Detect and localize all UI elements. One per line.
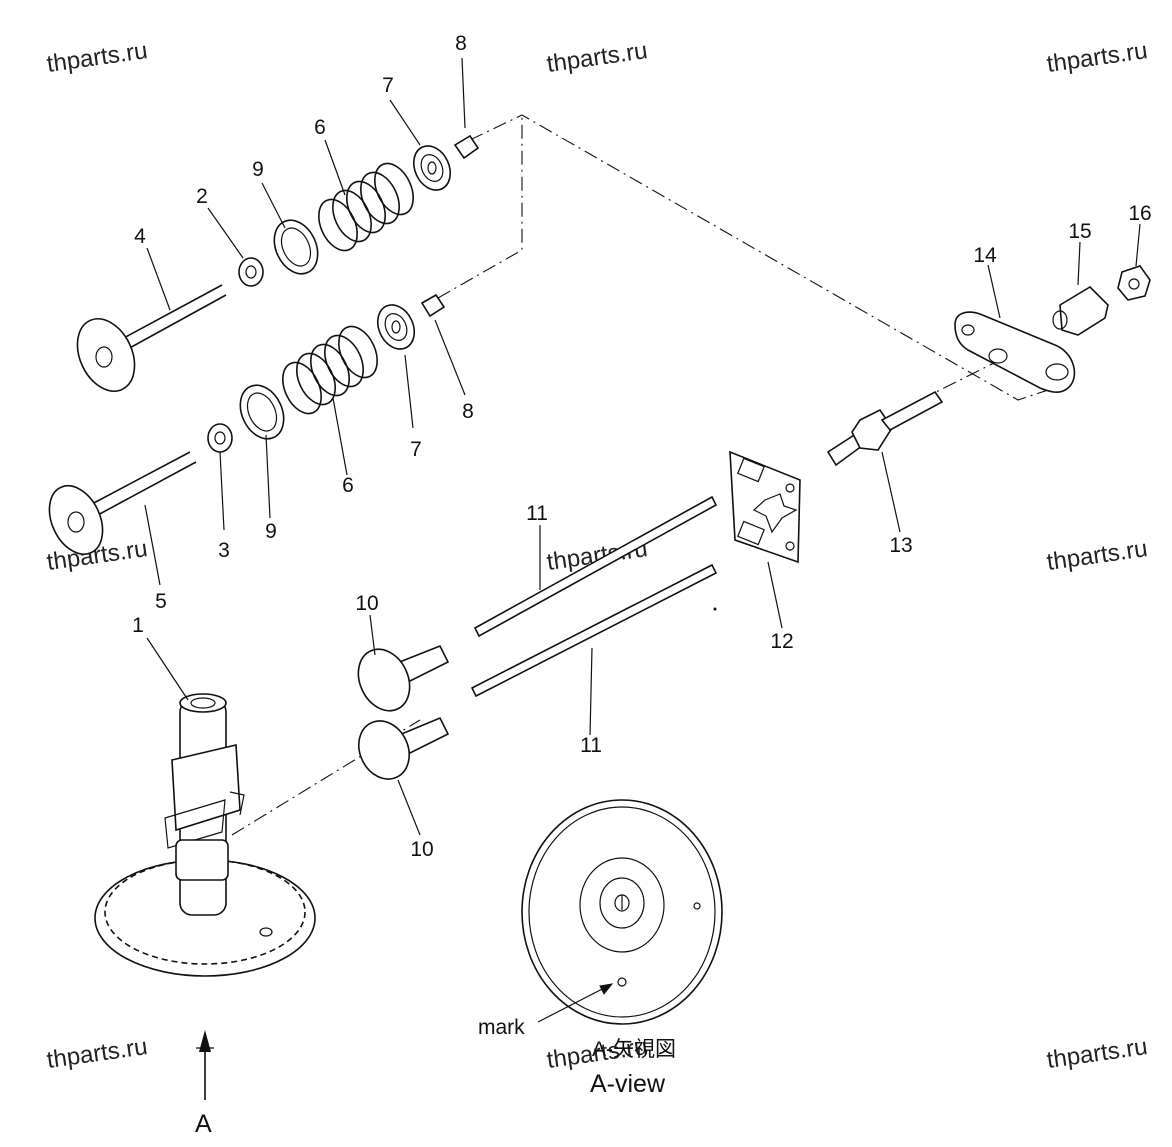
spring-part-6-upper: [318, 162, 414, 252]
valve-part-4: [76, 284, 227, 392]
label-part-13: 13: [889, 534, 912, 557]
watermark: thparts.ru: [545, 37, 649, 78]
label-part-1: 1: [132, 614, 144, 637]
label-part-16: 16: [1128, 202, 1151, 225]
center-line-upper: [469, 114, 1073, 401]
push-rod-part-11-lower: [470, 563, 718, 698]
a-view-gear-outer: [521, 799, 723, 1025]
valve-part-5: [48, 451, 197, 555]
view-arrow-a: A: [195, 1030, 214, 1138]
leader-lines: [144, 57, 1141, 836]
a-view-jp-label: A-矢視図: [592, 1038, 676, 1061]
label-part-8-lower: 8: [462, 400, 474, 423]
label-part-10-upper: 10: [355, 592, 378, 615]
watermark: thparts.ru: [45, 1033, 149, 1074]
label-part-3: 3: [218, 539, 230, 562]
label-part-6-upper: 6: [314, 116, 326, 139]
label-part-6-lower: 6: [342, 474, 354, 497]
stem-seal-part-2: [238, 257, 264, 287]
cotter-part-8-upper: [453, 134, 480, 160]
label-part-11-lower: 11: [580, 734, 602, 757]
label-part-8-upper: 8: [455, 32, 467, 55]
dot: [713, 607, 717, 611]
stud-part-13: [826, 390, 944, 467]
a-view-label: A-view: [590, 1070, 666, 1098]
label-part-10-lower: 10: [410, 838, 433, 861]
camshaft-part-1: [94, 693, 316, 977]
mark-label: mark: [478, 1016, 525, 1039]
retainer-part-7-upper: [412, 145, 452, 191]
label-part-7-lower: 7: [410, 438, 422, 461]
label-part-11-upper: 11: [526, 502, 548, 525]
label-part-5: 5: [155, 590, 167, 613]
washer-part-9-lower: [239, 384, 285, 440]
label-part-4: 4: [134, 225, 146, 248]
center-lines: [231, 114, 1073, 836]
label-part-9-lower: 9: [265, 520, 277, 543]
center-line-lower: [437, 115, 523, 299]
retainer-part-7-lower: [376, 304, 416, 350]
washer-part-9-upper: [273, 219, 319, 275]
label-part-14: 14: [973, 244, 997, 267]
watermark: thparts.ru: [1045, 1033, 1149, 1074]
label-part-2: 2: [196, 185, 208, 208]
nut-part-16: [1117, 265, 1151, 301]
watermark: thparts.ru: [45, 37, 149, 78]
arrow-a-label: A: [195, 1110, 212, 1138]
watermark: thparts.ru: [1045, 37, 1149, 78]
watermark: thparts.ru: [1045, 535, 1149, 576]
push-rod-part-11-upper: [473, 495, 718, 638]
label-part-15: 15: [1068, 220, 1091, 243]
pivot-part-15: [1052, 285, 1109, 336]
label-part-7-upper: 7: [382, 74, 394, 97]
spring-part-6-lower: [282, 325, 378, 415]
tappet-part-10-upper: [357, 644, 450, 712]
rocker-arm-part-14: [954, 311, 1076, 393]
cotter-part-8-lower: [420, 293, 446, 318]
stem-seal-part-3: [207, 423, 233, 453]
a-view-detail: mark A-矢視図 A-view: [478, 799, 723, 1098]
part-labels: 4 2 9 6 7 8 8 7 6 9 3 5 1 10 10 11 11 12…: [132, 32, 1152, 861]
label-part-9-upper: 9: [252, 158, 264, 181]
arrow-up-icon: [199, 1030, 211, 1052]
guide-plate-part-12: [729, 450, 801, 564]
label-part-12: 12: [770, 630, 793, 653]
tappet-part-10-lower: [358, 716, 450, 780]
